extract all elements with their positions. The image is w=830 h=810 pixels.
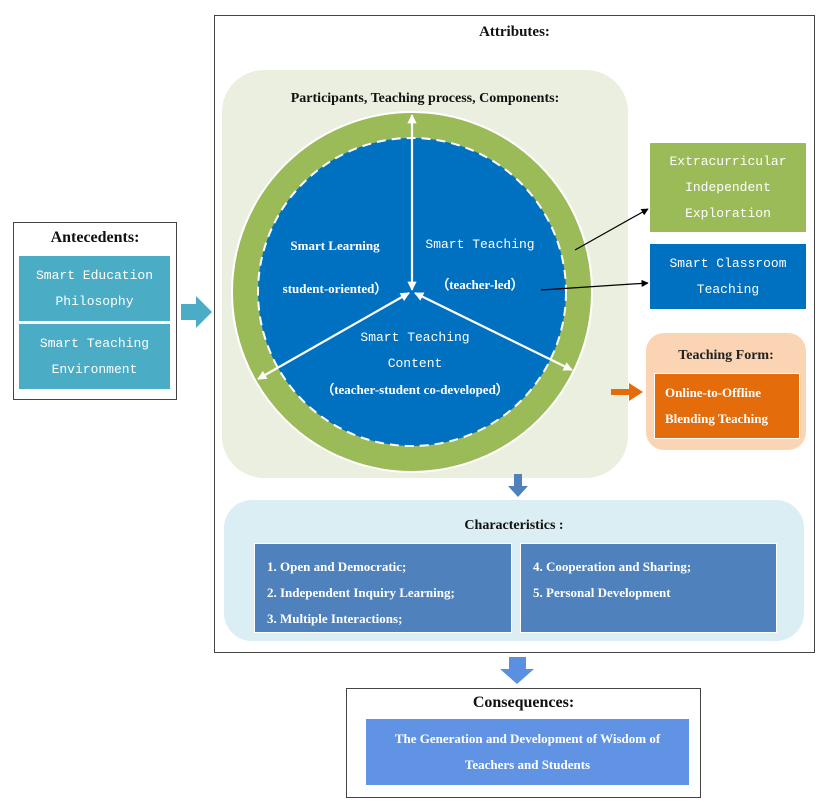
- box-line: Teaching: [696, 281, 760, 297]
- blending-teaching-box: Online-to-Offline Blending Teaching: [654, 373, 800, 439]
- segment-smart-learning: Smart Learning student-oriented）: [270, 224, 400, 310]
- consequences-box: Consequences: The Generation and Develop…: [346, 688, 701, 798]
- segment-smart-teaching: Smart Teaching （teacher-led）: [415, 225, 545, 305]
- attributes-to-consequences-arrow: [500, 657, 534, 684]
- smart-classroom-teaching-box: Smart Classroom Teaching: [650, 244, 806, 309]
- segment-subtitle: （teacher-student co-developed）: [321, 382, 509, 397]
- arrow-lower-right: [414, 292, 573, 371]
- antecedent-line: Environment: [51, 361, 138, 377]
- box-line: Extracurricular: [669, 153, 787, 169]
- box-line: Blending Teaching: [665, 411, 768, 426]
- characteristics-right-box: 4. Cooperation and Sharing; 5. Personal …: [520, 543, 777, 633]
- teaching-form-arrow: [611, 383, 643, 401]
- characteristic-item: 5. Personal Development: [533, 585, 671, 600]
- segment-title: Smart Teaching: [425, 237, 535, 252]
- teaching-form-title: Teaching Form:: [678, 348, 774, 363]
- extracurricular-exploration-box: Extracurricular Independent Exploration: [650, 143, 806, 232]
- box-line: Smart Classroom: [669, 255, 787, 271]
- attributes-frame: [214, 15, 815, 653]
- antecedent-smart-teaching-environment: Smart Teaching Environment: [19, 324, 170, 389]
- segment-title-2: Content: [387, 356, 443, 371]
- antecedents-to-attributes-arrow: [181, 296, 212, 328]
- segment-subtitle: （teacher-led）: [436, 277, 524, 292]
- segment-subtitle: student-oriented）: [282, 281, 388, 296]
- segment-title: Smart Learning: [290, 238, 380, 253]
- antecedents-title: Antecedents:: [50, 229, 140, 246]
- segment-smart-teaching-content: Smart Teaching Content （teacher-student …: [300, 325, 530, 403]
- consequence-wisdom-box: The Generation and Development of Wisdom…: [366, 719, 689, 785]
- antecedent-smart-education-philosophy: Smart Education Philosophy: [19, 256, 170, 321]
- characteristics-title: Characteristics :: [464, 518, 564, 533]
- characteristic-item: 1. Open and Democratic;: [267, 559, 407, 574]
- characteristic-item: 4. Cooperation and Sharing;: [533, 559, 692, 574]
- characteristic-item: 2. Independent Inquiry Learning;: [267, 585, 455, 600]
- antecedent-line: Smart Teaching: [39, 335, 150, 351]
- consequences-title: Consequences:: [472, 694, 575, 711]
- characteristics-left-box: 1. Open and Democratic; 2. Independent I…: [254, 543, 512, 633]
- antecedent-line: Philosophy: [55, 293, 134, 309]
- arrow-lower-left: [257, 292, 410, 380]
- box-line: Teachers and Students: [464, 757, 591, 772]
- characteristic-item: 3. Multiple Interactions;: [267, 611, 403, 626]
- box-line: The Generation and Development of Wisdom…: [394, 731, 661, 746]
- connector-to-classroom: [540, 279, 649, 291]
- attributes-to-characteristics-arrow: [508, 474, 528, 497]
- box-line: Online-to-Offline: [665, 385, 762, 400]
- components-title: Participants, Teaching process, Componen…: [290, 91, 560, 106]
- box-line: Exploration: [685, 205, 771, 221]
- attributes-title: Attributes:: [479, 24, 550, 40]
- antecedent-line: Smart Education: [35, 267, 154, 283]
- segment-title: Smart Teaching: [360, 330, 470, 345]
- antecedents-box: Antecedents: Smart Education Philosophy …: [13, 222, 177, 400]
- connector-to-extracurricular: [574, 208, 649, 251]
- box-line: Independent: [685, 179, 771, 195]
